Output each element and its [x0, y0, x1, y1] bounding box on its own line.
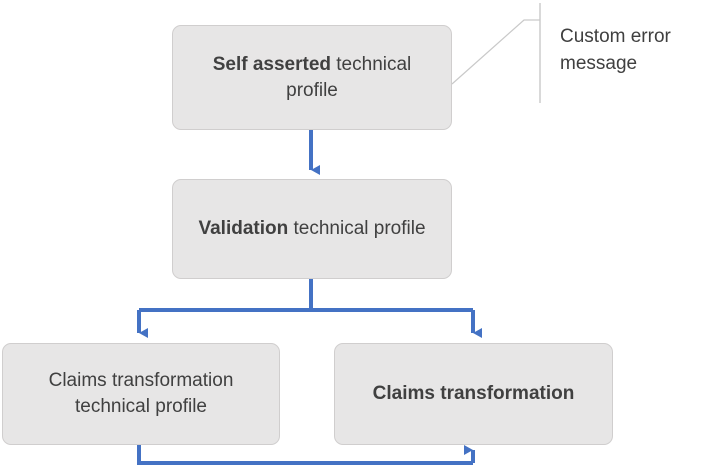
node-label-bold: Claims transformation [372, 383, 575, 405]
node-self-asserted-technical-profile[interactable]: Self asserted technical profile [172, 25, 452, 130]
node-label-bold: Validation [198, 218, 289, 240]
node-label: Claims transformation technical profile [15, 368, 267, 419]
node-label: Self asserted technical profile [185, 52, 439, 103]
callout-custom-error-message: Custom error message [560, 26, 671, 74]
node-label: Validation technical profile [185, 216, 439, 242]
node-label-regular: Claims transformation technical profile [48, 370, 234, 417]
node-label-bold: Self asserted [212, 53, 331, 75]
arrow-claims-feedback-loop [137, 445, 475, 465]
node-validation-technical-profile[interactable]: Validation technical profile [172, 179, 452, 279]
arrow-validation-branch [137, 279, 482, 338]
node-label-regular: technical profile [286, 53, 412, 101]
node-claims-transformation-technical-profile[interactable]: Claims transformation technical profile [2, 343, 280, 445]
node-claims-transformation[interactable]: Claims transformation [334, 343, 613, 445]
callout-leader-line [451, 3, 541, 103]
node-label: Claims transformation [347, 381, 600, 407]
node-label-regular: technical profile [288, 218, 426, 240]
